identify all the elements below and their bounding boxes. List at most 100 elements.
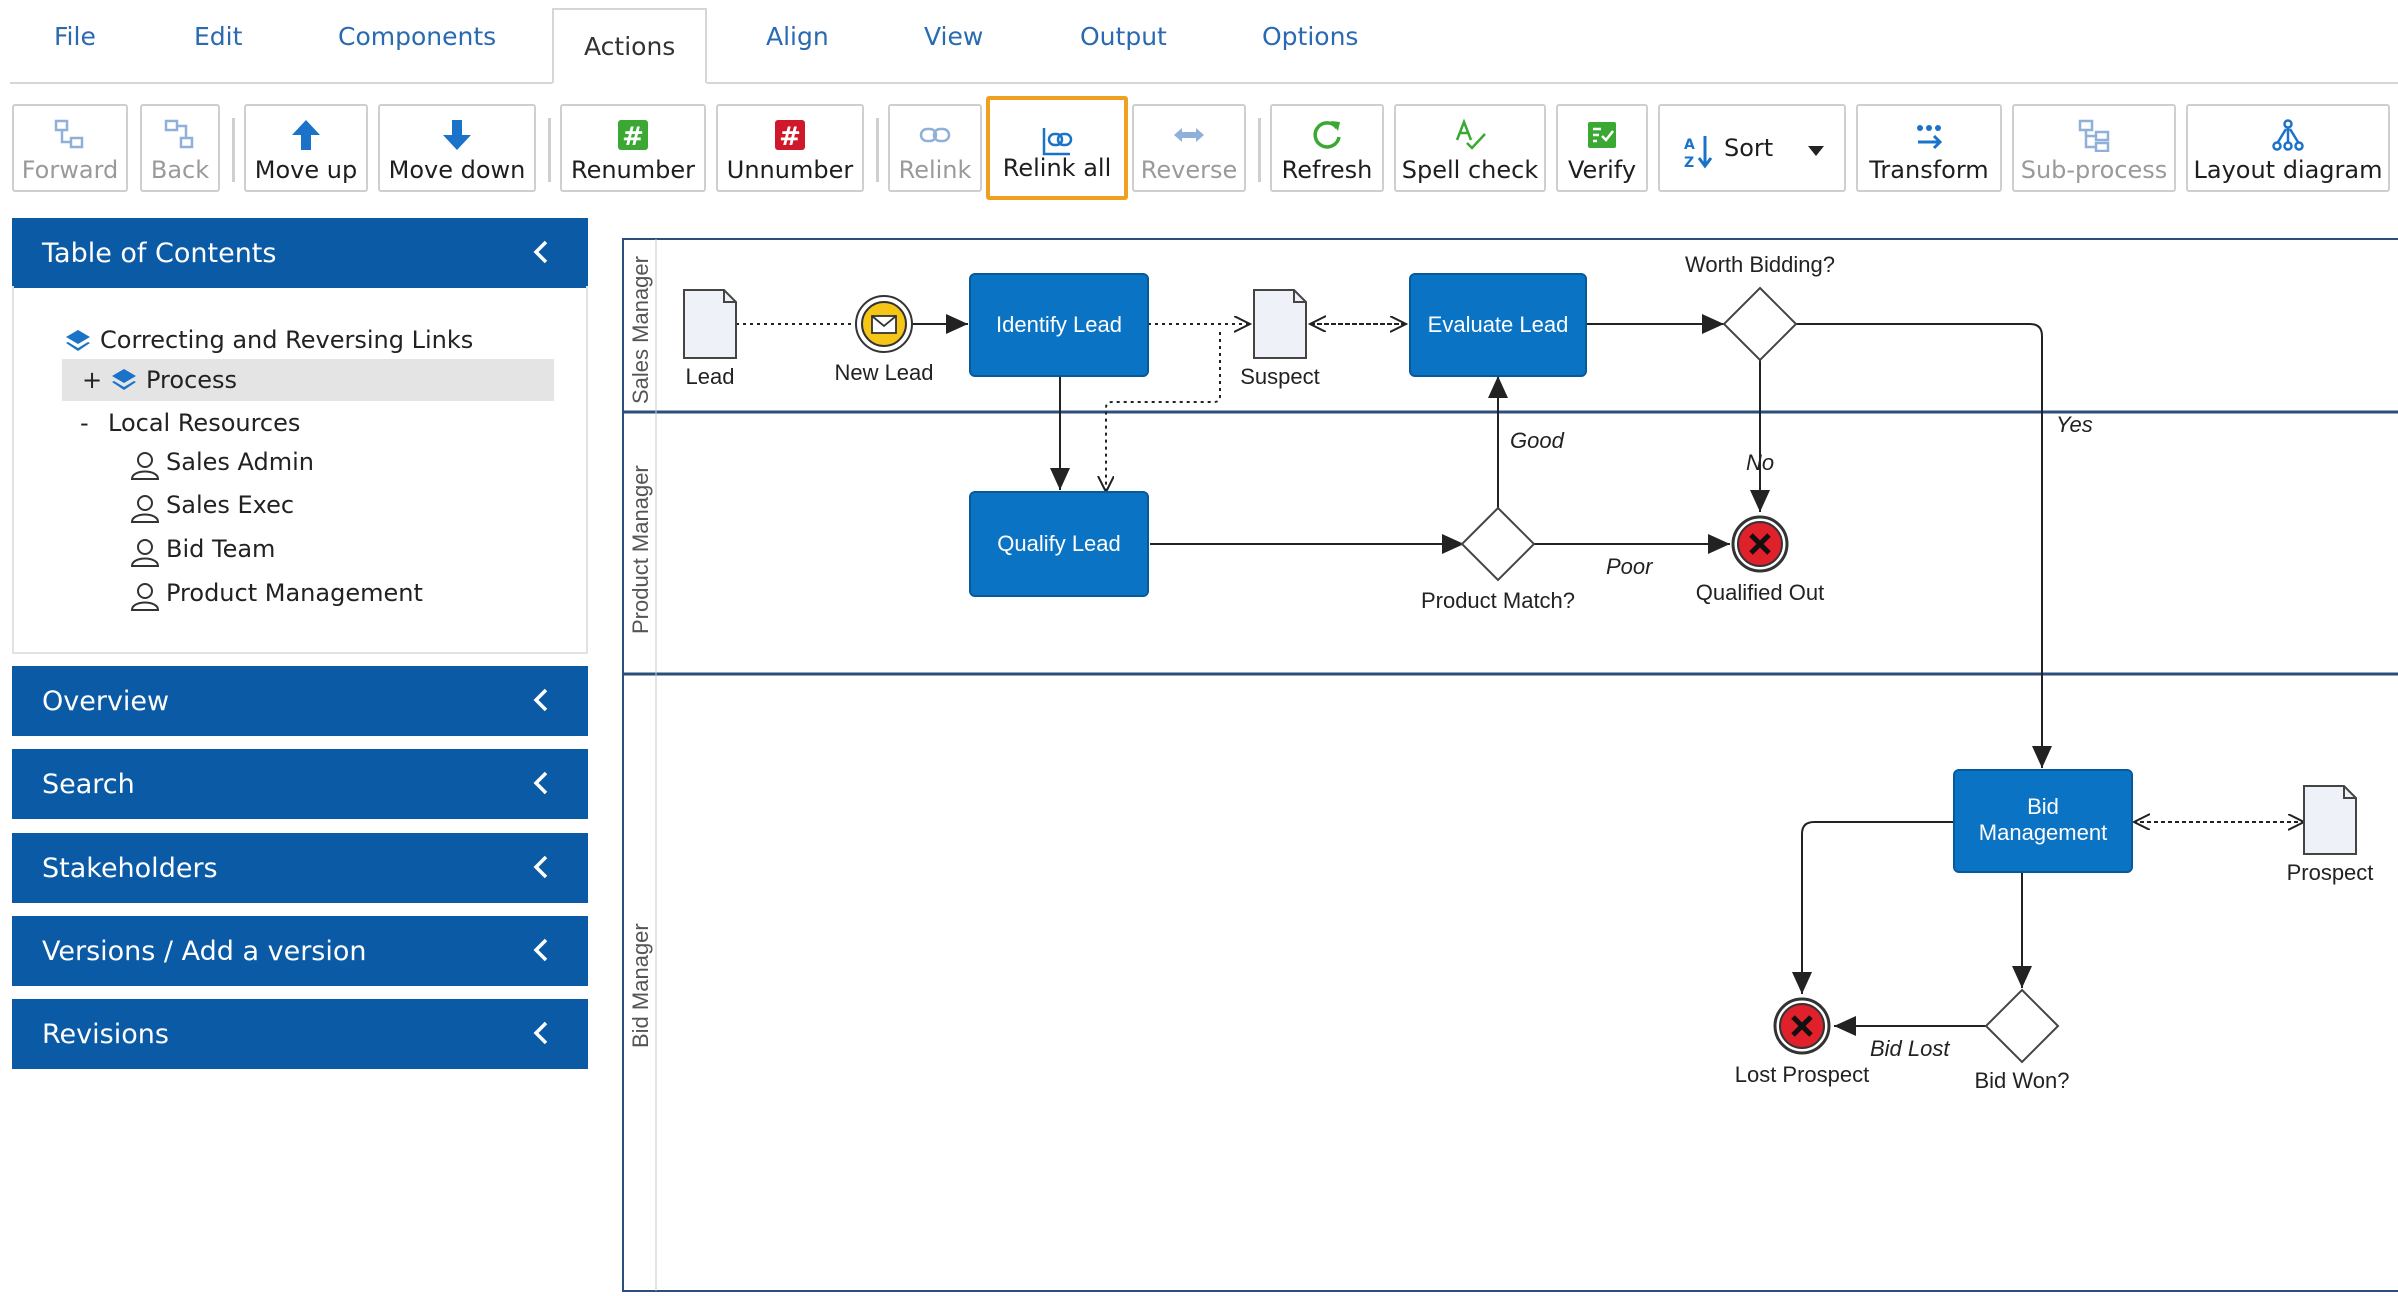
overview-header[interactable]: Overview [12,666,588,736]
move-down-label: Move down [388,156,526,184]
sort-dropdown[interactable]: A Z Sort [1658,104,1846,192]
layout-diagram-button[interactable]: Layout diagram [2186,104,2390,192]
toc-expand-toggle[interactable]: + [82,366,103,394]
toc-header[interactable]: Table of Contents [12,218,588,288]
arrow-up-icon [292,120,320,150]
toc-item-resource[interactable]: Sales Admin [166,448,314,476]
forward-label: Forward [21,156,119,184]
sequence-flow[interactable] [1792,821,1954,994]
menu-divider [10,82,2398,84]
sequence-flow-yes[interactable] [1796,323,2052,768]
identify-lead-task[interactable] [969,273,1149,377]
toc-item-resource[interactable]: Sales Exec [166,491,295,519]
sort-label: Sort [1724,134,1774,162]
new-lead-message-event[interactable] [855,295,913,353]
lead-document[interactable] [683,289,737,359]
flow-label-yes: Yes [2056,412,2093,437]
flow-label-no: No [1746,450,1774,475]
flow-label-good: Good [1510,428,1565,453]
svg-text:#: # [622,122,644,152]
stakeholders-header[interactable]: Stakeholders [12,833,588,903]
bid-won-gateway[interactable] [1984,988,2060,1064]
spell-check-icon [1455,118,1486,150]
relink-button[interactable]: Relink [888,104,982,192]
toc-item-resource[interactable]: Product Management [166,579,423,607]
relink-all-button[interactable]: Relink all [986,96,1128,200]
sub-process-icon [2078,119,2110,152]
prospect-label: Prospect [2287,860,2374,885]
chevron-down-icon [1808,146,1824,156]
association-line[interactable] [1106,332,1221,492]
transform-button[interactable]: Transform [1856,104,2002,192]
prospect-document[interactable] [2303,785,2357,855]
back-button[interactable]: Back [140,104,220,192]
verify-button[interactable]: Verify [1556,104,1648,192]
hash-green-icon: # [618,120,648,152]
toc-root-item[interactable]: Correcting and Reversing Links [100,326,474,354]
stakeholders-title: Stakeholders [42,852,218,884]
forward-button[interactable]: Forward [12,104,128,192]
transform-icon [1917,125,1943,150]
tab-output[interactable]: Output [1080,22,1167,51]
worth-bidding-gateway[interactable] [1722,286,1798,362]
refresh-button[interactable]: Refresh [1270,104,1384,192]
tab-view[interactable]: View [924,22,984,51]
lost-prospect-end-event[interactable] [1773,997,1831,1055]
qualified-out-end-event[interactable] [1731,515,1789,573]
link-all-icon [1042,128,1073,156]
product-match-gateway[interactable] [1460,506,1536,582]
layers-icon [112,369,136,390]
chevron-left-icon [533,855,548,879]
toolbar-separator [876,118,879,182]
tab-components[interactable]: Components [338,22,497,51]
toc-item-local-resources[interactable]: Local Resources [108,409,301,437]
reverse-arrows-icon [1174,128,1204,142]
unnumber-button[interactable]: # Unnumber [716,104,864,192]
evaluate-lead-label: Evaluate Lead [1428,312,1569,337]
tab-file[interactable]: File [54,22,96,51]
tab-align[interactable]: Align [766,22,829,51]
toc-item-resource[interactable]: Bid Team [166,535,276,563]
toc-item-process[interactable]: Process [146,366,238,394]
suspect-label: Suspect [1240,364,1320,389]
lane-label-sales-manager: Sales Manager [628,256,653,404]
bid-management-label-line1: Bid [2027,794,2059,819]
toc-selected-row [62,359,554,401]
evaluate-lead-task[interactable] [1409,273,1587,377]
qualified-out-label: Qualified Out [1696,580,1824,605]
process-diagram[interactable]: Sales Manager Product Manager Bid Manage… [620,236,2398,1296]
reverse-button[interactable]: Reverse [1132,104,1246,192]
qualify-lead-label: Qualify Lead [997,531,1121,556]
relink-all-label: Relink all [1002,154,1112,182]
verify-icon [1588,122,1616,148]
verify-label: Verify [1567,156,1637,184]
search-header[interactable]: Search [12,749,588,819]
lane-label-product-manager: Product Manager [628,465,653,634]
person-icon [130,583,160,611]
move-up-button[interactable]: Move up [244,104,368,192]
qualify-lead-task[interactable] [969,491,1149,597]
person-icon [130,539,160,567]
transform-label: Transform [1869,156,1989,184]
renumber-button[interactable]: # Renumber [560,104,706,192]
flow-label-poor: Poor [1606,554,1654,579]
link-icon [919,127,951,143]
product-match-label: Product Match? [1421,588,1575,613]
revisions-header[interactable]: Revisions [12,999,588,1069]
versions-header[interactable]: Versions / Add a version [12,916,588,986]
layout-diagram-label: Layout diagram [2193,156,2383,184]
tab-actions[interactable]: Actions [552,8,708,84]
tab-options[interactable]: Options [1262,22,1359,51]
move-down-button[interactable]: Move down [378,104,536,192]
sub-process-button[interactable]: Sub-process [2012,104,2176,192]
suspect-document[interactable] [1253,289,1307,359]
hash-red-icon: # [775,120,805,152]
toc-collapse-toggle[interactable]: - [80,409,89,437]
spell-check-button[interactable]: Spell check [1394,104,1546,192]
chevron-left-icon [533,688,548,712]
toc-title: Table of Contents [42,237,277,269]
bid-management-task[interactable] [1953,769,2133,873]
worth-bidding-label: Worth Bidding? [1685,252,1835,277]
tab-edit[interactable]: Edit [194,22,243,51]
svg-text:A: A [1684,137,1695,153]
